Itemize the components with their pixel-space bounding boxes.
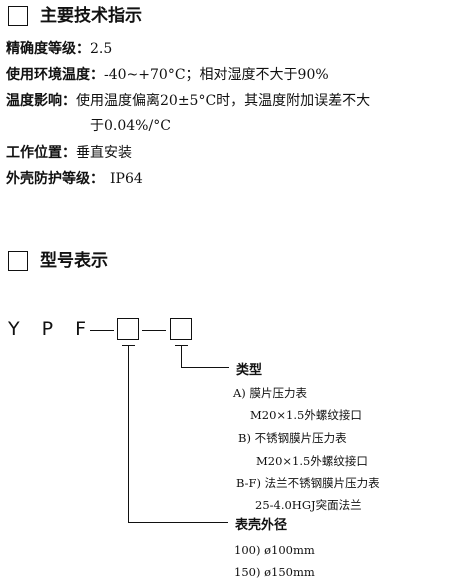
type-option-bf: B-F) 法兰不锈钢膜片压力表 (236, 476, 380, 490)
model-title: 型号表示 (40, 251, 108, 271)
type-option-b-connection: M20×1.5外螺纹接口 (256, 454, 368, 468)
spec-row-protection: 外壳防护等级： IP64 (6, 170, 143, 188)
size-label: 表壳外径 (235, 518, 288, 533)
spec-value: IP64 (110, 171, 143, 187)
spec-label: 精确度等级： (6, 41, 90, 57)
type-label: 类型 (236, 363, 263, 378)
model-prefix: Y P F (8, 318, 95, 340)
size-option-100: 100) ø100mm (234, 543, 315, 557)
spec-label: 外壳防护等级： (6, 171, 104, 187)
type-option-a-connection: M20×1.5外螺纹接口 (250, 408, 362, 422)
spec-label: 使用环境温度： (6, 67, 104, 83)
type-option-b: B) 不锈钢膜片压力表 (238, 431, 347, 445)
type-option-bf-connection: 25-4.0HGJ突面法兰 (255, 498, 362, 512)
spec-row-temperature-continuation: 于0.04%/°C (90, 118, 171, 134)
leader-size-vertical (128, 345, 129, 522)
leader-size-horizontal (128, 522, 228, 523)
model-dash-2 (142, 330, 166, 331)
spec-label: 工作位置： (6, 145, 76, 161)
spec-label: 温度影响： (6, 93, 76, 109)
section-checkbox-model (8, 251, 28, 271)
spec-row-position: 工作位置：垂直安装 (6, 144, 132, 162)
spec-value: 垂直安装 (76, 145, 132, 161)
model-dash-1 (90, 330, 114, 331)
spec-value: 2.5 (90, 41, 113, 57)
specs-title: 主要技术指示 (40, 6, 142, 26)
model-slot-size (117, 318, 139, 340)
spec-row-accuracy: 精确度等级：2.5 (6, 40, 112, 58)
model-slot-type (170, 318, 192, 340)
leader-type-horizontal (181, 367, 229, 368)
section-checkbox-specs (8, 6, 28, 26)
spec-row-temperature: 温度影响：使用温度偏离20±5°C时，其温度附加误差不大 (6, 92, 370, 110)
spec-row-environment: 使用环境温度：-40~+70°C；相对湿度不大于90% (6, 66, 329, 84)
type-option-a: A) 膜片压力表 (233, 386, 307, 400)
spec-value: 使用温度偏离20±5°C时，其温度附加误差不大 (76, 93, 371, 109)
leader-type-vertical (181, 345, 182, 367)
spec-value: -40~+70°C；相对湿度不大于90% (104, 67, 329, 83)
size-option-150: 150) ø150mm (234, 565, 315, 579)
